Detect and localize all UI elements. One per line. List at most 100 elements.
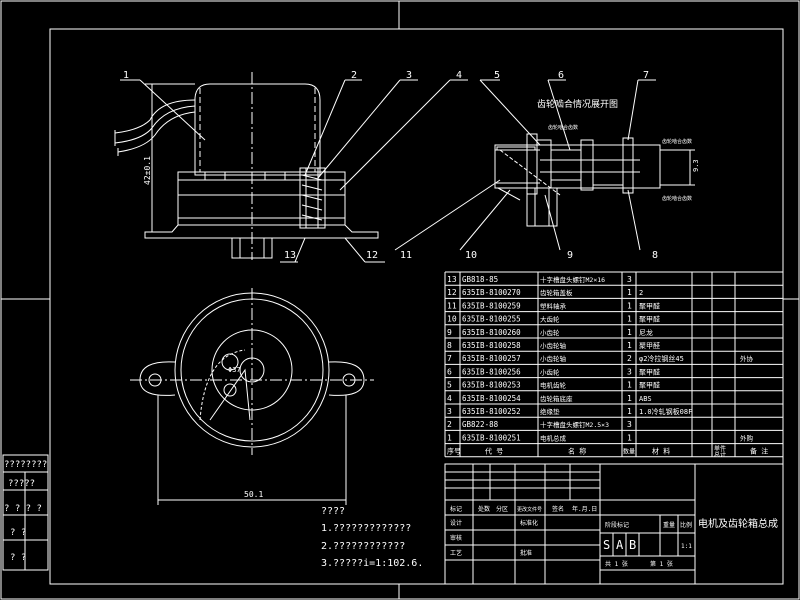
bom-row-material: 聚甲醛 [639,381,660,390]
stage-mark-a: A [616,538,624,552]
bom-row-qty: 1 [627,301,632,310]
front-view: 42±0.1 [114,72,379,260]
bom-row-note: 外购 [740,433,754,442]
bom-header-unit-weight: 单件 [714,445,726,453]
callout-10: 10 [465,250,477,261]
inner-border [49,28,784,585]
bom-row-material: 尼龙 [639,328,653,337]
callout-7: 7 [643,70,649,81]
width-dimension: 50.1 [244,490,263,499]
callout-8: 8 [652,250,658,261]
bom-row-no: 5 [447,381,452,390]
notes-heading: ???? [321,506,345,517]
left-strip-text-5: ? ? [10,553,26,563]
bom-row-qty: 1 [627,381,632,390]
bom-row-no: 1 [447,433,452,442]
bom-row-no: 8 [447,341,452,350]
bom-row-name: 小齿轮轴 [540,341,567,350]
bom-header-code: 代 号 [485,447,503,456]
bom-row-no: 12 [447,288,457,297]
callout-4: 4 [456,70,462,81]
bom-row-note: 外协 [740,354,754,363]
bom-row-material: ABS [639,395,652,403]
bom-row-name: 十字槽盘头螺钉M2×16 [540,275,605,284]
bom-row-code: GB818-85 [462,275,498,284]
gear-height-dimension: 9.3 [692,159,700,172]
bom-row-qty: 1 [627,433,632,442]
callout-1: 1 [123,70,129,81]
stage-mark-b: B [629,538,636,552]
section-note-3: 齿轮啮合齿数 [662,195,692,202]
bom-row-code: 635IB-8100257 [462,354,521,363]
callout-13: 13 [284,250,296,261]
section-diameter-dimension: Φ37 [228,366,241,374]
bom-row-name: 小齿轮 [540,367,560,376]
sheet-number: 第 1 张 [650,560,673,568]
bom-row-qty: 1 [627,341,632,350]
bom-header-name: 名 称 [568,447,586,456]
bom-row-name: 齿轮箱盖板 [540,288,573,297]
bom-row-code: 635IB-8100255 [462,315,521,324]
bom-row-name: 十字槽盘头螺钉M2.5×3 [540,420,609,429]
tb-label-zone: 分区 [496,505,508,513]
title-block: 标记 处数 分区 更改文件号 签名 年.月.日 设计 标准化 阶段标记 重量 比… [444,463,784,585]
tb-label-check: 审核 [450,534,462,542]
bom-row-name: 小齿轮轴 [540,354,567,363]
tb-label-standard: 标准化 [520,519,538,527]
bom-row-no: 3 [447,407,452,416]
bom-row-name: 绝缘垫 [540,407,560,416]
callout-3: 3 [406,70,412,81]
bom-row-code: 635IB-8100258 [462,341,521,350]
drawing-title: 电机及齿轮箱总成 [698,517,778,530]
bom-row-qty: 3 [627,420,632,429]
bom-header-qty: 数量 [623,448,635,456]
bom-row-code: 635IB-8100251 [462,433,521,442]
bom-row-material: 聚甲醛 [639,301,660,310]
section-title: 齿轮啮合情况展开图 [537,98,618,110]
tb-label-stage: 阶段标记 [605,521,629,529]
bom-row-name: 电机总成 [540,433,567,442]
bom-row-qty: 1 [627,407,632,416]
bom-row-no: 7 [447,354,452,363]
bom-row-qty: 3 [627,275,632,284]
bom-row-no: 9 [447,328,452,337]
bom-row-qty: 1 [627,328,632,337]
tb-label-approve: 批准 [520,549,532,557]
bom-row-qty: 3 [627,367,632,376]
callout-5: 5 [494,70,500,81]
callout-12: 12 [366,250,378,261]
stage-mark-s: S [603,538,610,552]
bom-row-no: 13 [447,275,457,284]
tb-label-change-doc: 更改文件号 [517,506,542,513]
tb-label-mark: 标记 [450,505,462,513]
left-strip-text-4: ? ? [10,528,26,538]
bom-row-no: 10 [447,315,457,324]
bom-row-no: 4 [447,394,452,403]
bom-header-no: 序号 [447,447,461,456]
bom-row-material: 1.0冷轧钢板08F [639,407,692,416]
tb-label-design: 设计 [450,519,462,527]
bom-row-code: 635IB-8100252 [462,407,521,416]
bom-row-material: 聚甲醛 [639,315,660,324]
section-note-2: 齿轮啮合齿数 [662,138,692,145]
bom-row-no: 2 [447,420,452,429]
tb-label-sign: 签名 [552,505,564,513]
bom-header-material: 材 料 [652,447,670,456]
bom-row-no: 11 [447,301,457,310]
bom-row-name: 电机齿轮 [540,381,567,390]
bom-row-qty: 2 [627,354,632,363]
bom-row-name: 齿轮箱底座 [540,394,573,403]
bom-row-name: 大齿轮 [540,315,560,324]
bom-row-code: 635IB-8100259 [462,301,521,310]
bom-row-code: 635IB-8100256 [462,367,521,376]
bom-row-material: 聚甲醛 [639,367,660,376]
front-callouts [120,79,468,263]
callout-9: 9 [567,250,573,261]
bom-row-code: 635IB-8100270 [462,288,521,297]
bom-header-note: 备 注 [750,447,768,456]
tb-label-count: 处数 [478,505,490,513]
note-1: 1.????????????? [321,523,411,534]
